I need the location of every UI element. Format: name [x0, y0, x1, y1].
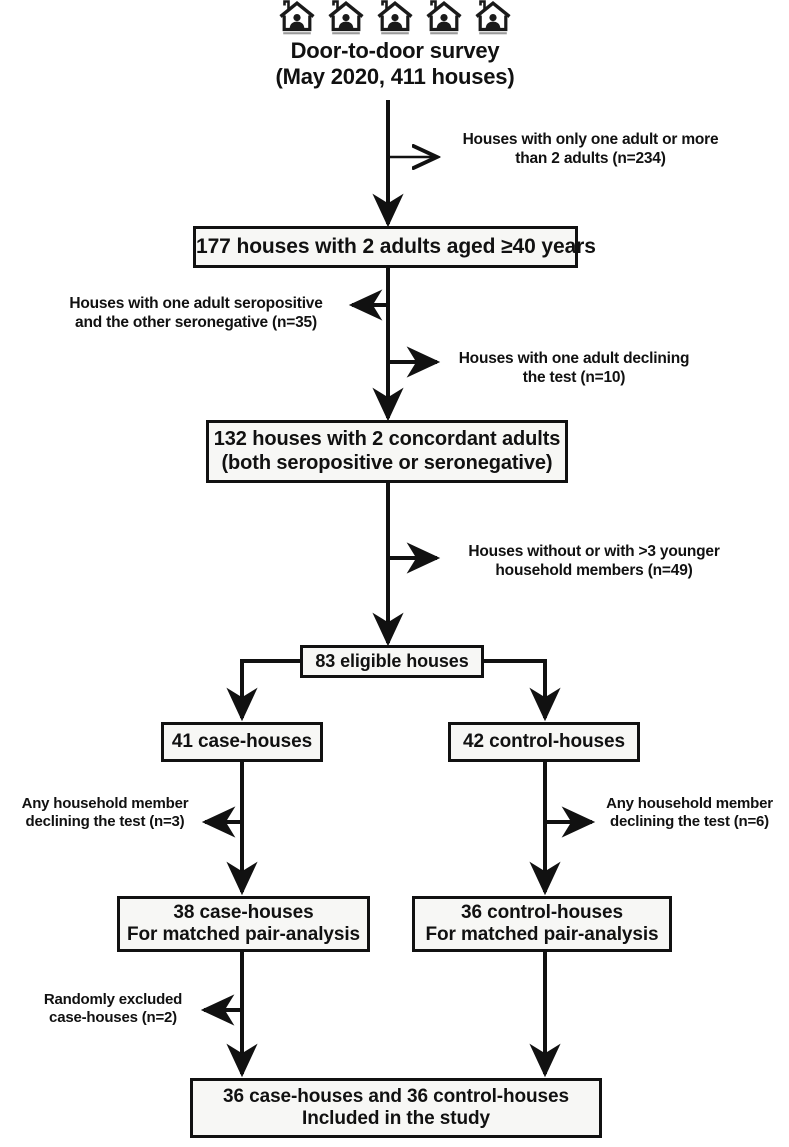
- exclusion-label-35: Houses with one adult seropositive and t…: [48, 295, 344, 332]
- diagram-header: Door-to-door survey (May 2020, 411 house…: [249, 38, 541, 90]
- house-with-person-icon: [426, 0, 462, 35]
- node-132-houses: 132 houses with 2 concordant adults (bot…: [206, 420, 568, 483]
- exclusion-label-2: Randomly excluded case-houses (n=2): [22, 991, 204, 1027]
- node-final-included: 36 case-houses and 36 control-houses Inc…: [190, 1078, 602, 1138]
- exclusion-label-3: Any household member declining the test …: [5, 795, 205, 831]
- node-132-line-2: (both seropositive or seronegative): [221, 451, 553, 474]
- node-42-control-houses: 42 control-houses: [448, 722, 640, 762]
- node-42-line-1: 42 control-houses: [463, 730, 625, 752]
- exclusion-35-line-1: Houses with one adult seropositive: [69, 295, 323, 312]
- node-38-line-2: For matched pair-analysis: [127, 924, 360, 945]
- house-with-person-icon: [377, 0, 413, 35]
- node-38-case-houses: 38 case-houses For matched pair-analysis: [117, 896, 370, 952]
- node-38-line-1: 38 case-houses: [173, 901, 314, 923]
- node-177-line-1: 177 houses with 2 adults aged ≥40 years: [196, 234, 596, 258]
- exclusion-label-6: Any household member declining the test …: [592, 795, 787, 831]
- node-final-line-1: 36 case-houses and 36 control-houses: [223, 1085, 569, 1107]
- exclusion-6-line-1: Any household member: [606, 795, 773, 812]
- exclusion-234-line-1: Houses with only one adult or more: [462, 131, 719, 148]
- header-line-1: Door-to-door survey: [290, 38, 500, 63]
- node-132-line-1: 132 houses with 2 concordant adults: [213, 428, 561, 451]
- exclusion-2-line-2: case-houses (n=2): [49, 1009, 177, 1026]
- node-36-line-1: 36 control-houses: [461, 901, 623, 923]
- exclusion-label-234: Houses with only one adult or more than …: [448, 131, 733, 168]
- house-with-person-icon: [328, 0, 364, 35]
- node-final-line-2: Included in the study: [302, 1108, 490, 1129]
- node-41-case-houses: 41 case-houses: [161, 722, 323, 762]
- node-177-houses: 177 houses with 2 adults aged ≥40 years: [193, 226, 596, 268]
- exclusion-10-line-2: the test (n=10): [522, 368, 626, 386]
- node-83-eligible-houses: 83 eligible houses: [300, 645, 484, 678]
- exclusion-10-line-1: Houses with one adult declining: [458, 350, 690, 367]
- exclusion-234-line-2: than 2 adults (n=234): [515, 149, 666, 167]
- exclusion-6-line-2: declining the test (n=6): [610, 813, 769, 830]
- exclusion-3-line-2: declining the test (n=3): [25, 813, 185, 830]
- exclusion-49-line-2: household members (n=49): [495, 561, 693, 579]
- node-36-line-2: For matched pair-analysis: [425, 924, 659, 945]
- exclusion-label-10: Houses with one adult declining the test…: [448, 350, 700, 387]
- exclusion-2-line-1: Randomly excluded: [43, 991, 183, 1008]
- exclusion-49-line-1: Houses without or with >3 younger: [468, 543, 720, 560]
- exclusion-35-line-2: and the other seronegative (n=35): [75, 313, 317, 331]
- house-icon-row: [268, 0, 522, 36]
- node-36-control-houses: 36 control-houses For matched pair-analy…: [412, 896, 672, 952]
- exclusion-label-49: Houses without or with >3 younger househ…: [448, 543, 740, 580]
- node-83-line-1: 83 eligible houses: [315, 651, 469, 672]
- node-41-line-1: 41 case-houses: [171, 730, 313, 752]
- header-line-2: (May 2020, 411 houses): [275, 63, 515, 89]
- house-with-person-icon: [279, 0, 315, 35]
- house-with-person-icon: [475, 0, 511, 35]
- exclusion-3-line-1: Any household member: [21, 795, 189, 812]
